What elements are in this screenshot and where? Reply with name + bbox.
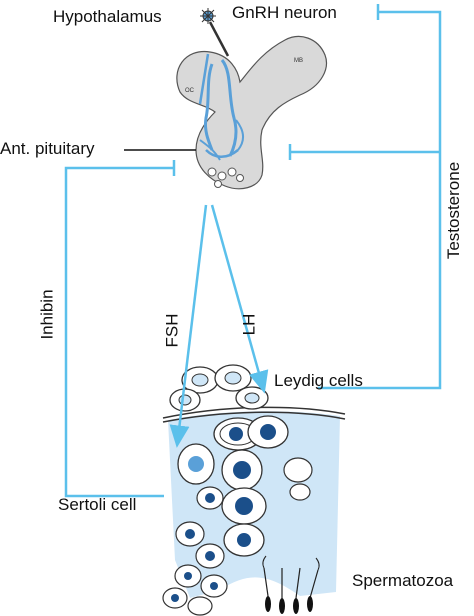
- hypothalamus-label: Hypothalamus: [53, 7, 162, 26]
- inhibin-feedback-line: [64, 160, 176, 498]
- gnrh-neuron-icon: [200, 8, 230, 57]
- lh-arrow: [210, 204, 269, 394]
- leydig-cells-label: Leydig cells: [274, 371, 363, 390]
- sertoli-cell-group: [162, 521, 228, 616]
- basement-membrane: [162, 406, 346, 419]
- spermatozoa-group: [262, 555, 320, 614]
- testosterone-feedback-line: [288, 4, 442, 390]
- fsh-label: FSH: [162, 313, 182, 348]
- spermatozoa-label: Spermatozoa: [352, 571, 454, 590]
- germ-cell-column: [177, 415, 313, 557]
- inhibin-label: Inhibin: [37, 289, 57, 340]
- testosterone-label: Testosterone: [444, 161, 464, 260]
- oc-label: OC: [185, 88, 195, 94]
- ant-pituitary-label: Ant. pituitary: [0, 139, 95, 158]
- lh-label: LH: [239, 313, 259, 336]
- mb-label: MB: [294, 58, 303, 64]
- sertoli-cell-label: Sertoli cell: [58, 495, 137, 514]
- fsh-arrow: [169, 204, 208, 448]
- gnrh-neuron-label: GnRH neuron: [232, 3, 337, 22]
- pituitary-gland-drawing: MB OC: [176, 35, 327, 190]
